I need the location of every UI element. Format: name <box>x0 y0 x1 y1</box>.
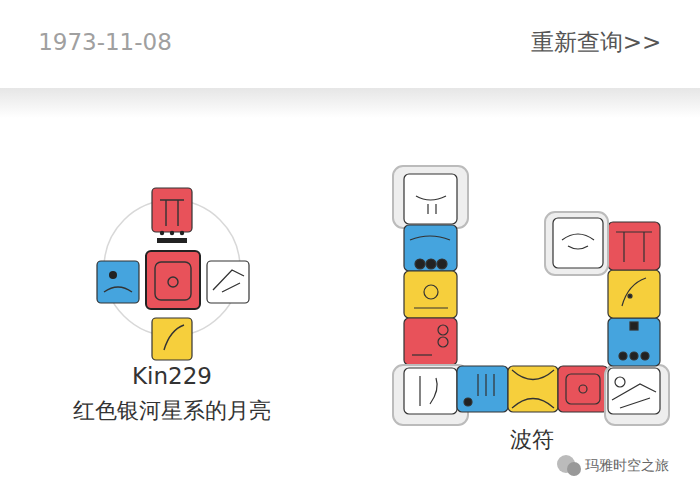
header-shadow <box>0 88 700 118</box>
query-date: 1973-11-08 <box>38 30 172 55</box>
wechat-icon <box>557 455 581 476</box>
kin-number: Kin229 <box>132 364 212 389</box>
requery-link: 重新查询>> <box>531 30 662 55</box>
oracle-cross <box>97 188 249 360</box>
kin-name: 红色银河星系的月亮 <box>73 399 271 423</box>
wave-label: 波符 <box>510 428 554 452</box>
watermark: 玛雅时空之旅 <box>585 458 669 473</box>
wave-spell <box>393 166 669 425</box>
